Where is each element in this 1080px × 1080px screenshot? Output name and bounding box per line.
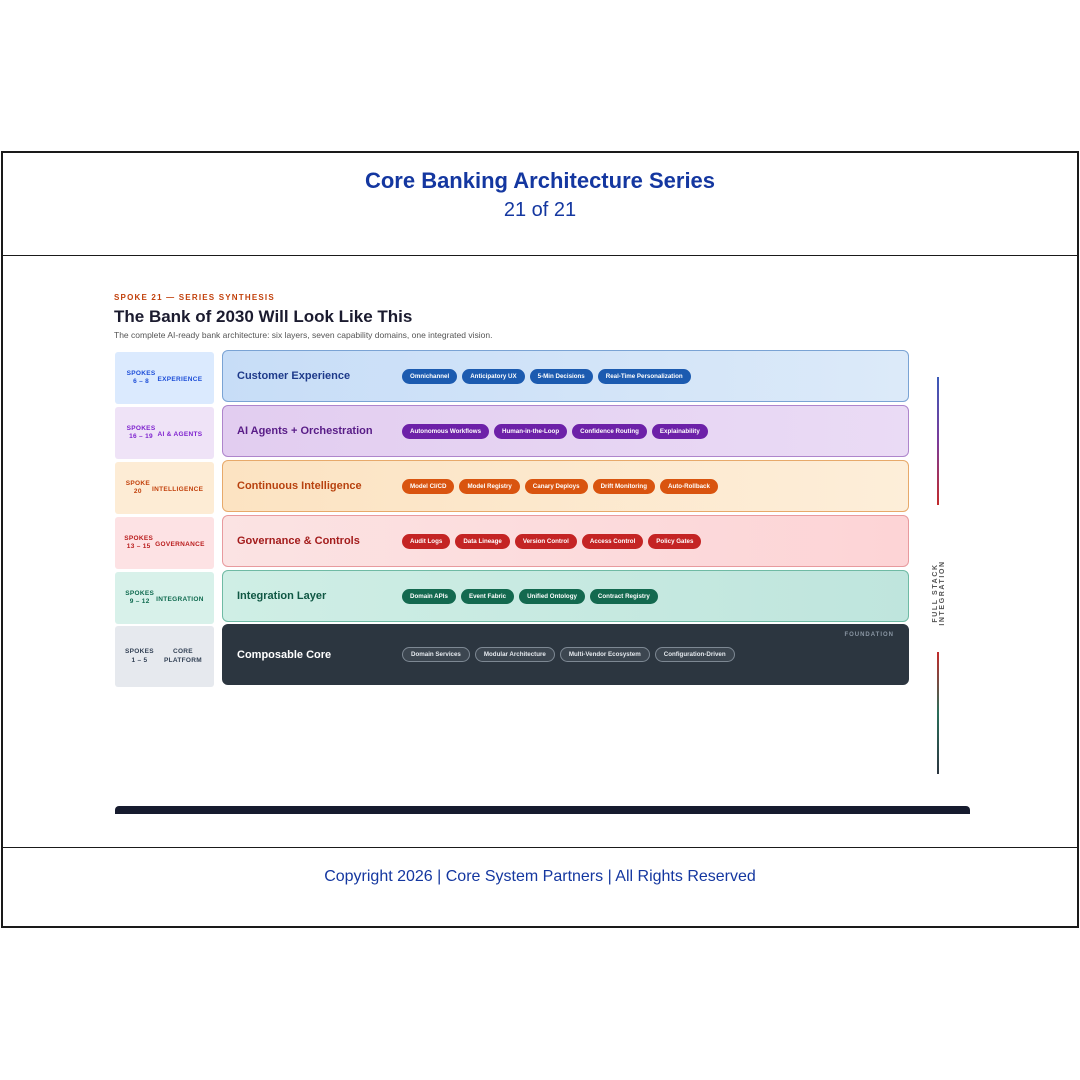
slide-frame: Core Banking Architecture Series 21 of 2… bbox=[1, 151, 1079, 928]
capability-pill: Access Control bbox=[581, 533, 644, 549]
capability-pill: Unified Ontology bbox=[519, 588, 585, 604]
capability-pill: Real-Time Personalization bbox=[597, 368, 691, 384]
capability-pill: Auto-Rollback bbox=[659, 478, 718, 494]
capability-pill: Data Lineage bbox=[455, 533, 510, 549]
capability-pill: Human-in-the-Loop bbox=[494, 423, 568, 439]
layer-composable-core: Composable Core FOUNDATION Domain Servic… bbox=[222, 624, 909, 685]
capability-pills: Domain Services Modular Architecture Multi… bbox=[402, 647, 735, 662]
capability-pill: 5-Min Decisions bbox=[529, 368, 593, 384]
copyright: Copyright 2026 | Core System Partners | … bbox=[324, 868, 756, 885]
capability-pill: Domain APIs bbox=[402, 588, 456, 604]
capability-pill: Anticipatory UX bbox=[462, 368, 525, 384]
layer-ai-agents-orchestration: AI Agents + Orchestration Autonomous Work… bbox=[222, 405, 909, 457]
capability-pill: Event Fabric bbox=[460, 588, 515, 604]
capability-pill: Canary Deploys bbox=[524, 478, 588, 494]
capability-pill: Model Registry bbox=[459, 478, 520, 494]
layer-name: Continuous Intelligence bbox=[237, 480, 362, 492]
architecture-slide: SPOKE 21 — SERIES SYNTHESIS The Bank of … bbox=[3, 257, 1077, 847]
series-position: 21 of 21 bbox=[503, 199, 577, 221]
slide-subtitle: The complete AI-ready bank architecture:… bbox=[114, 330, 493, 340]
capability-pill: Multi-Vendor Ecosystem bbox=[559, 647, 650, 662]
capability-pill: Version Control bbox=[514, 533, 577, 549]
slide-kicker: SPOKE 21 — SERIES SYNTHESIS bbox=[114, 293, 275, 302]
bottom-bar bbox=[115, 806, 970, 814]
capability-pill: Drift Monitoring bbox=[592, 478, 655, 494]
layer-name: AI Agents + Orchestration bbox=[237, 425, 373, 437]
layer-name: Governance & Controls bbox=[237, 535, 360, 547]
layer-name: Customer Experience bbox=[237, 370, 351, 382]
spoke-number: SPOKES 1 – 5 bbox=[125, 648, 154, 664]
spoke-domain: AI & AGENTS bbox=[157, 431, 203, 439]
capability-pill: Policy Gates bbox=[648, 533, 702, 549]
layer-name: Integration Layer bbox=[237, 590, 327, 602]
integration-line-top bbox=[937, 377, 939, 505]
layer-name: Composable Core bbox=[237, 648, 332, 661]
footer: Copyright 2026 | Core System Partners | … bbox=[3, 847, 1077, 926]
spoke-domain: EXPERIENCE bbox=[157, 376, 203, 384]
capability-pill: Explainability bbox=[651, 423, 708, 439]
spoke-tag-core-platform: SPOKES 1 – 5 CORE PLATFORM bbox=[115, 626, 214, 687]
series-title: Core Banking Architecture Series bbox=[364, 168, 716, 193]
integration-line-bottom bbox=[937, 652, 939, 774]
foundation-label: FOUNDATION bbox=[844, 632, 894, 638]
capability-pill: Modular Architecture bbox=[474, 647, 555, 662]
capability-pill: Model CI/CD bbox=[402, 478, 455, 494]
spoke-domain: CORE PLATFORM bbox=[163, 648, 202, 664]
spoke-domain: INTEGRATION bbox=[156, 596, 204, 604]
spoke-domain: INTELLIGENCE bbox=[151, 486, 204, 494]
header: Core Banking Architecture Series 21 of 2… bbox=[3, 153, 1077, 256]
capability-pill: Audit Logs bbox=[402, 533, 451, 549]
capability-pill: Configuration-Driven bbox=[654, 647, 735, 662]
capability-pill: Omnichannel bbox=[402, 368, 458, 384]
capability-pill: Autonomous Workflows bbox=[402, 423, 490, 439]
capability-pill: Confidence Routing bbox=[572, 423, 647, 439]
capability-pill: Contract Registry bbox=[589, 588, 658, 604]
slide-title: The Bank of 2030 Will Look Like This bbox=[114, 307, 413, 326]
spoke-domain: GOVERNANCE bbox=[155, 541, 205, 549]
capability-pill: Domain Services bbox=[402, 647, 470, 662]
